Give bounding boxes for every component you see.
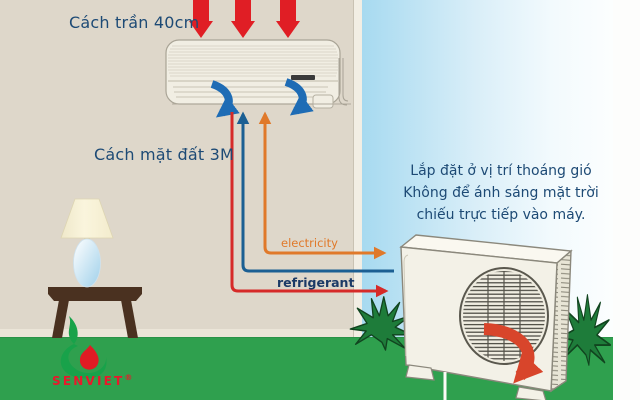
warm-air-arrow: [189, 0, 213, 38]
indoor-unit-body: [165, 39, 341, 105]
right-margin: [613, 0, 640, 400]
outdoor-note-line1: Lắp đặt ở vị trí thoáng gió: [410, 163, 592, 179]
front-panel-line: [403, 254, 409, 357]
brand-name: SENVIET: [52, 374, 125, 388]
table-lamp: [60, 198, 114, 288]
electricity-label: electricity: [281, 236, 338, 250]
refrigerant-pipe-red: [230, 112, 389, 298]
cool-air-arrows: [210, 78, 314, 118]
brand-plate: [291, 75, 315, 80]
drain-hose: [338, 58, 348, 106]
connection-pipes: [230, 111, 394, 298]
indoor-unit-texture: [168, 45, 338, 77]
refrigerant-label: refrigerant: [277, 275, 355, 290]
electricity-line: [258, 111, 387, 260]
registered-mark: ®: [124, 373, 133, 382]
outdoor-note-line3: chiếu trực tiếp vào máy.: [416, 207, 586, 223]
table-leg-right: [121, 300, 138, 338]
indoor-unit-corner-box: [312, 94, 334, 109]
outdoor-unit-foot-right: [515, 386, 547, 400]
outdoor-note-line2: Không để ánh sáng mặt trời: [403, 185, 599, 201]
cool-air-arrow-right: [284, 78, 314, 116]
outdoor-ac-unit: [399, 234, 573, 400]
outdoor-unit-foot-left: [405, 364, 435, 381]
warm-air-arrow: [231, 0, 255, 38]
logo-sprout: [68, 316, 78, 344]
plant-left: [349, 296, 413, 351]
outdoor-install-note: Lắp đặt ở vị trí thoáng gió Không để ánh…: [388, 160, 614, 226]
fan-rotation-arrow: [483, 323, 544, 384]
drain-hose-2: [342, 58, 349, 102]
warm-air-arrows: [189, 0, 300, 38]
lamp-body: [73, 238, 101, 288]
lamp-shade: [60, 198, 114, 239]
table-leg-left: [52, 300, 69, 338]
indoor-ac-unit: [165, 39, 351, 109]
floor-clearance-label: Cách mặt đất 3M: [94, 145, 235, 164]
baseboard: [0, 329, 353, 338]
senviet-wordmark: SENVIET®: [52, 373, 132, 388]
warm-air-arrow: [276, 0, 300, 38]
side-table: [48, 287, 142, 338]
logo-drop: [79, 345, 99, 370]
refrigerant-pipe-blue: [236, 111, 394, 273]
logo-swirl: [60, 344, 107, 379]
table-top: [48, 287, 142, 301]
ceiling-clearance-label: Cách trần 40cm: [69, 13, 200, 32]
cool-air-arrow-left: [210, 80, 240, 118]
senviet-logo-mark: [60, 316, 107, 379]
fan-grille: [459, 267, 549, 365]
